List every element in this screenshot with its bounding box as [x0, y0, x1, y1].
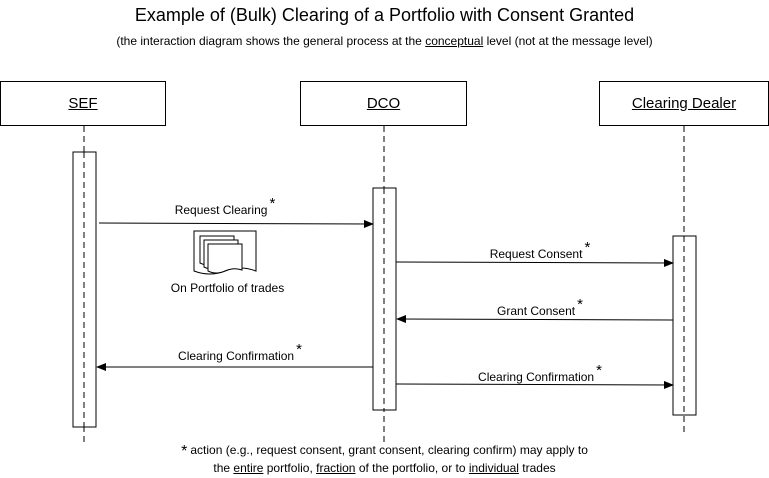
arrow-request-consent — [395, 258, 674, 267]
message-label: Request Clearing — [174, 203, 268, 217]
message-label: Clearing Confirmation — [478, 370, 595, 384]
footnote-underlined-individual: individual — [468, 461, 519, 475]
footnote-star: * — [577, 296, 583, 313]
footnote-part: portfolio, — [263, 461, 317, 475]
arrow-clearing-confirmation-dealer — [395, 380, 674, 389]
footnote-line-1: *action (e.g., request consent, grant co… — [0, 441, 769, 460]
message-clearing-confirmation-sef: Clearing Confirmation* — [160, 341, 320, 364]
message-grant-consent: Grant Consent* — [475, 296, 605, 319]
footnote-underlined-fraction: fraction — [316, 461, 356, 475]
actor-dco: DCO — [300, 81, 467, 126]
subtitle-text-after: level (not at the message level) — [483, 34, 653, 48]
footnote-part: of the portfolio, or to — [355, 461, 469, 475]
footnote-star: * — [296, 341, 302, 358]
message-label: Grant Consent — [497, 304, 576, 318]
footnote-line-2: the entire portfolio, fraction of the po… — [0, 461, 769, 475]
subtitle-text-underlined: conceptual — [425, 34, 484, 48]
actor-sef: SEF — [0, 81, 166, 126]
message-request-clearing: Request Clearing* — [160, 195, 290, 218]
footnote-part: trades — [518, 461, 556, 475]
message-request-consent: Request Consent* — [470, 239, 610, 262]
message-clearing-confirmation-dealer: Clearing Confirmation* — [460, 362, 620, 385]
document-label: On Portfolio of trades — [170, 281, 285, 295]
multi-document-icon — [193, 230, 257, 275]
footnote-star: * — [596, 362, 602, 379]
footnote-star: * — [584, 239, 591, 256]
arrow-grant-consent — [396, 315, 674, 324]
message-label: Clearing Confirmation — [178, 349, 295, 363]
diagram-subtitle: (the interaction diagram shows the gener… — [0, 34, 769, 48]
footnote-star: * — [269, 195, 276, 212]
actor-clearing-dealer: Clearing Dealer — [599, 81, 769, 126]
footnote-part: the — [213, 461, 234, 475]
footnote-text-1: action (e.g., request consent, grant con… — [190, 443, 588, 457]
arrow-request-clearing — [98, 219, 374, 228]
message-label: Request Consent — [489, 247, 583, 261]
footnote-underlined-entire: entire — [233, 461, 264, 475]
diagram-title: Example of (Bulk) Clearing of a Portfoli… — [134, 5, 635, 25]
footnote-star-symbol: * — [181, 443, 188, 460]
subtitle-text-before: (the interaction diagram shows the gener… — [116, 34, 426, 48]
